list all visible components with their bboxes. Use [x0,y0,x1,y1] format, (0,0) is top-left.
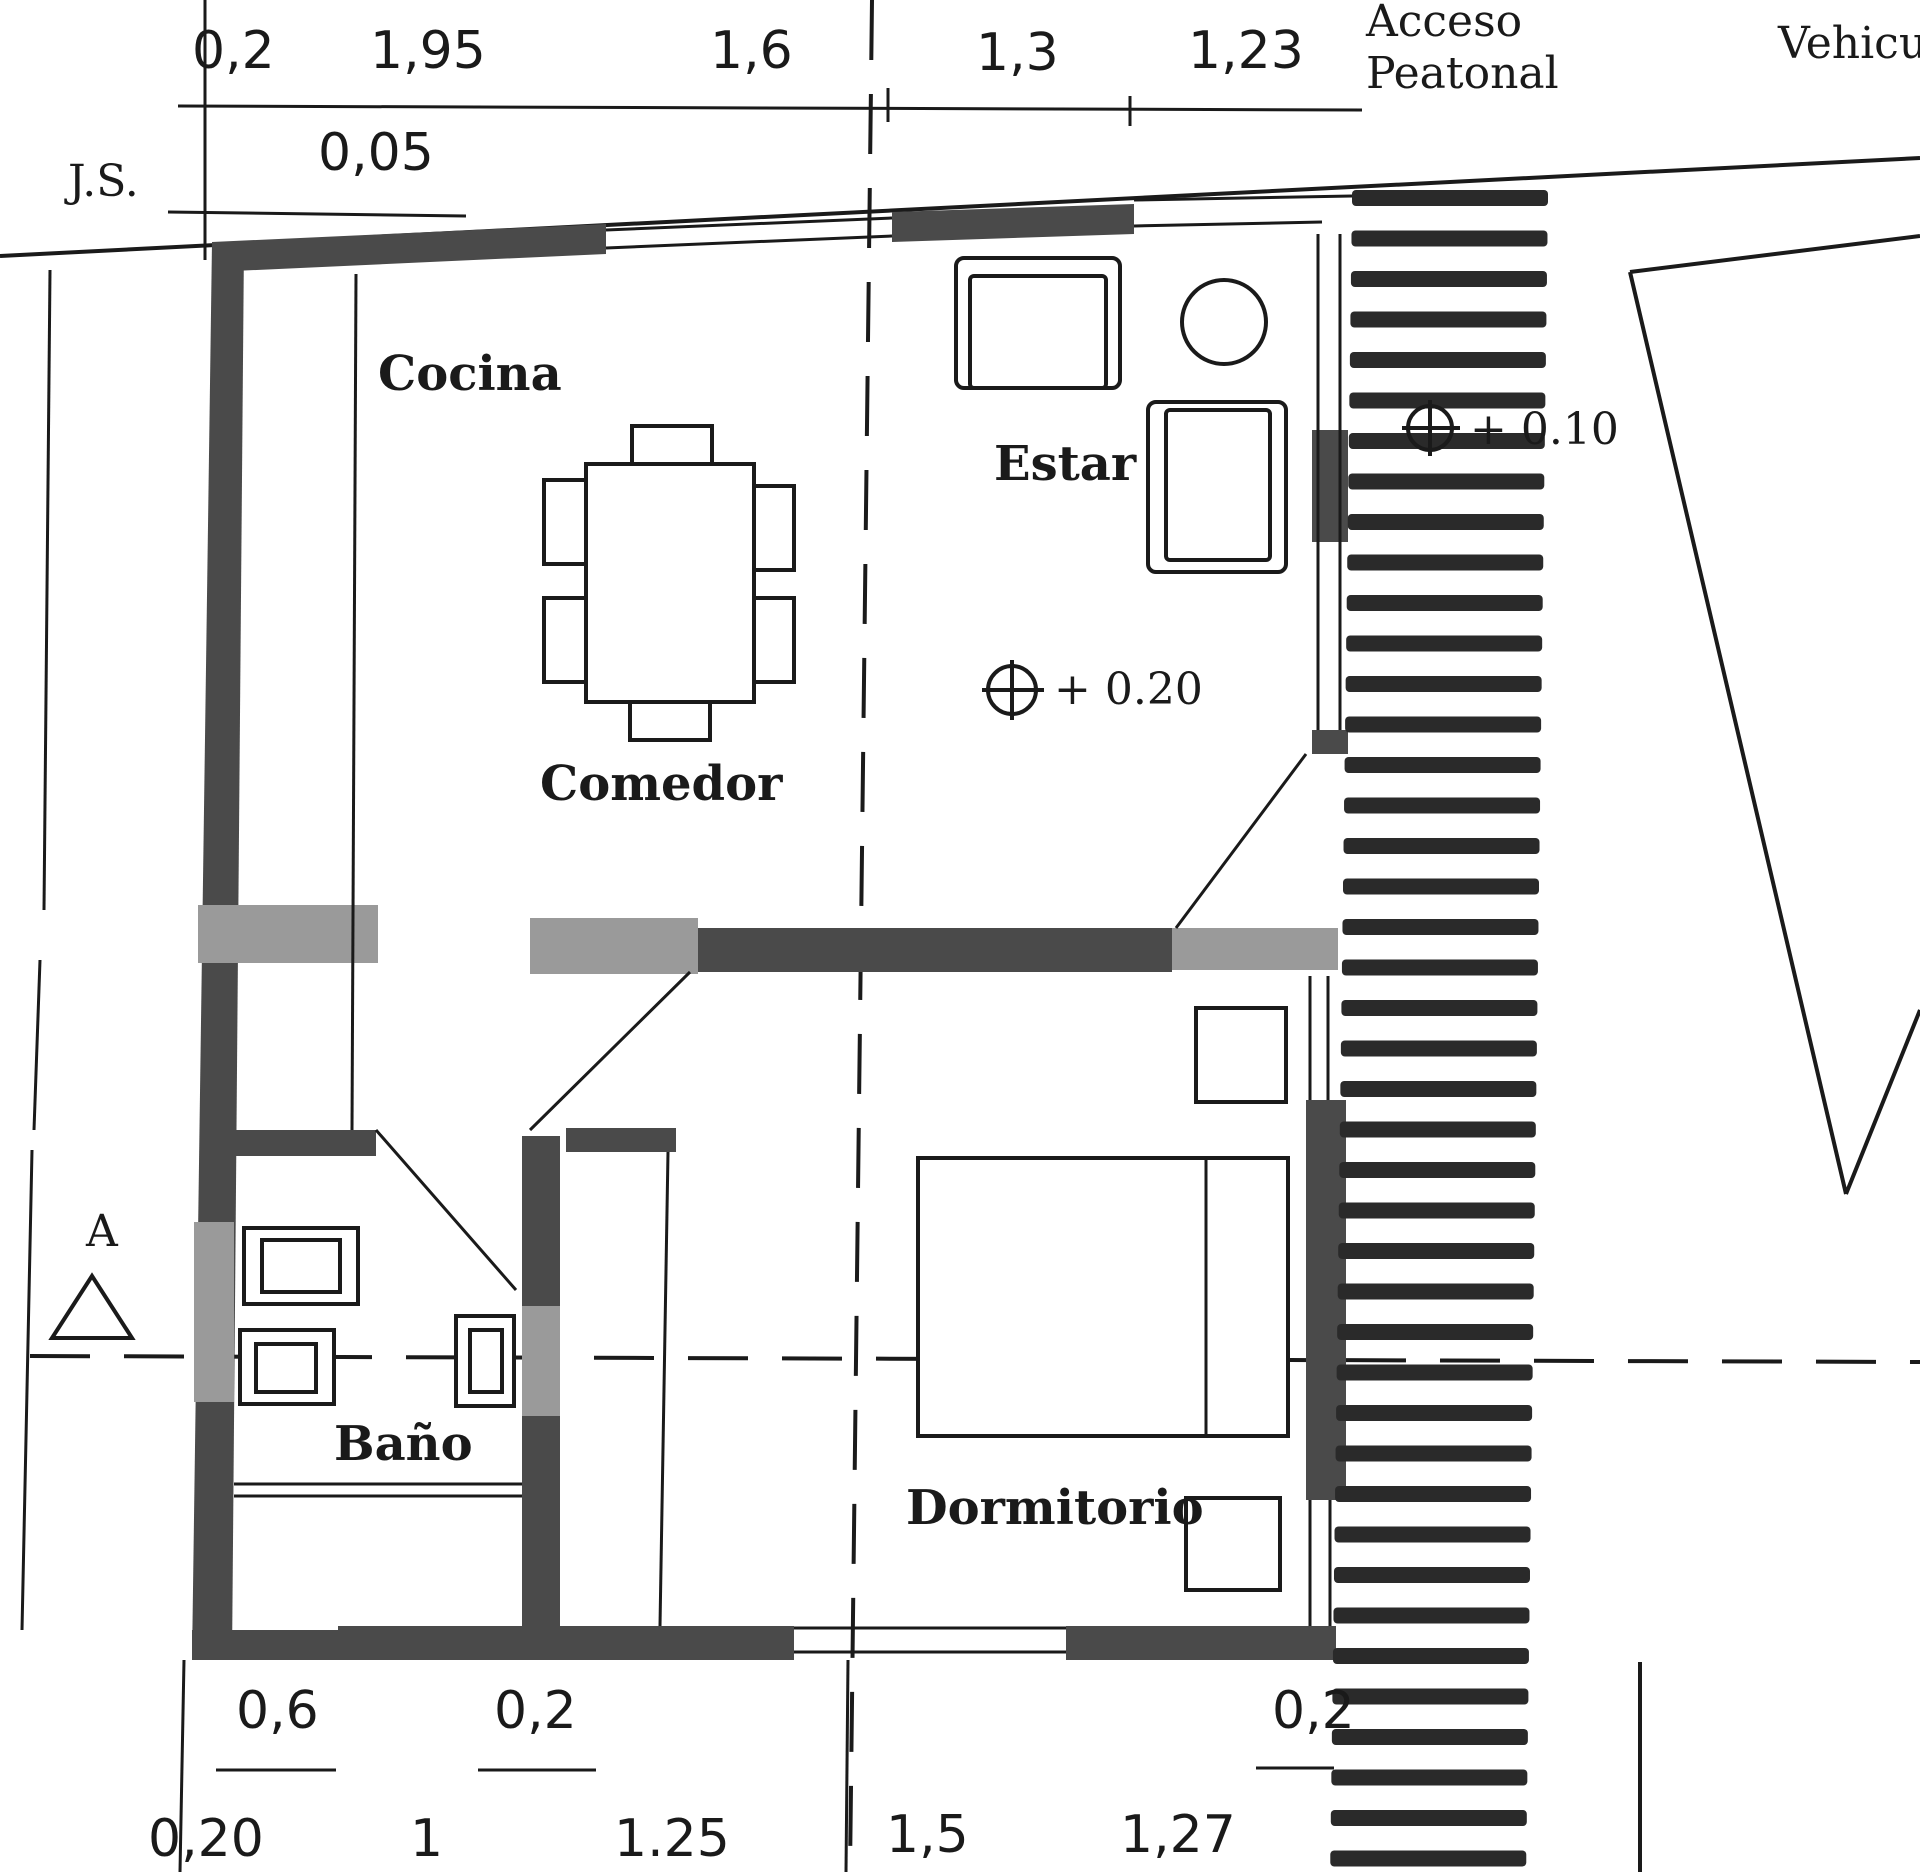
hatch-bar [1330,1810,1527,1826]
hatch-bar [1352,190,1548,206]
left-dimension-line [20,269,52,1631]
hatch-bar [1333,1567,1530,1583]
hatch-bar [1336,1405,1533,1421]
hatch-bar [1341,959,1538,976]
hatch-bar [1334,1526,1531,1543]
hatch-bar [1331,1769,1528,1786]
hatch-bar [1349,392,1546,409]
interior-level-marker: + 0.20 [982,660,1203,720]
setback-label: J.S. [64,156,139,207]
bottom-sub-dim-0-2-left: 0,2 [494,1681,577,1741]
hatch-bar [1345,716,1542,733]
dining-table-set [542,424,796,742]
exterior-level-marker: + 0.10 [1402,400,1619,456]
vehicular-access-label: Vehicu [1777,18,1920,69]
hatch-bar [1332,1648,1529,1664]
hatch-bar [1338,1202,1535,1219]
exterior-paving-hatch [1330,190,1548,1867]
top-dim-1-6: 1,6 [710,21,793,81]
vertical-axis [848,0,874,1872]
hatch-bar [1342,878,1539,895]
pedestrian-access-line1: Acceso [1365,0,1522,47]
hatch-bar [1339,1121,1536,1138]
exterior-level: + 0.10 [1470,404,1619,455]
hatch-bar [1349,352,1546,368]
top-dim-1-3: 1,3 [976,23,1059,83]
bottom-dim-1-25: 1.25 [614,1809,730,1869]
hatch-bar [1346,595,1543,611]
pedestrian-access-line2: Peatonal [1366,48,1559,99]
hatch-bar [1330,1850,1527,1867]
interior-level: + 0.20 [1054,664,1203,715]
walls [192,194,1353,1660]
room-label-bano: Baño [334,1416,473,1472]
room-label-cocina: Cocina [378,346,562,402]
hatch-bar [1344,797,1541,814]
section-marker-label: A [85,1206,119,1257]
hatch-bar [1340,1081,1537,1097]
hatch-bar [1343,838,1540,854]
hatch-bar [1335,1486,1532,1502]
hatch-bar [1350,271,1547,287]
hatch-bar [1338,1243,1535,1259]
living-furniture [954,256,1288,574]
bottom-sub-dim-0-6: 0,6 [236,1681,319,1741]
bedroom-furniture [916,1006,1290,1592]
bottom-dimension-line: 0,6 0,2 0,2 0,20 1 1.25 1,5 1,27 [148,1659,1355,1872]
bottom-dim-1: 1 [410,1809,443,1869]
hatch-bar [1346,635,1543,652]
bath-fixtures [238,1226,516,1408]
bottom-dim-1-5: 1,5 [886,1805,969,1865]
hatch-bar [1351,230,1548,247]
hatch-bar [1340,1040,1537,1057]
hatch-bar [1333,1607,1530,1624]
room-label-dormitorio: Dormitorio [906,1480,1204,1536]
room-label-estar: Estar [994,436,1137,492]
hatch-bar [1331,1729,1528,1745]
hatch-bar [1348,473,1545,490]
room-label-comedor: Comedor [540,756,783,812]
hatch-bar [1332,1688,1529,1705]
top-dim-1-95: 1,95 [370,21,486,81]
hatch-bar [1344,757,1541,773]
bottom-dim-0-20: 0,20 [148,1809,264,1869]
hatch-bar [1345,676,1542,692]
hatch-bar [1337,1324,1534,1340]
hatch-bar [1347,554,1544,571]
top-dim-1-23: 1,23 [1188,21,1304,81]
top-dimension-line: 0,2 1,95 1,6 1,3 1,23 0,05 J.S. [64,0,1363,260]
top-dim-0-2: 0,2 [192,21,275,81]
vehicular-access-triangle [1629,234,1920,274]
hatch-bar [1335,1445,1532,1462]
hatch-bar [1339,1162,1536,1178]
bottom-dim-1-27: 1,27 [1120,1805,1236,1865]
access-labels: Acceso Peatonal Vehicu [1365,0,1920,99]
hatch-bar [1342,919,1539,935]
hatch-bar [1347,514,1544,530]
hatch-bar [1336,1364,1533,1381]
bottom-sub-dim-0-2-right: 0,2 [1272,1681,1355,1741]
hatch-bar [1350,311,1547,328]
hatch-bar [1341,1000,1538,1016]
section-marker: A [48,1206,136,1340]
top-sub-dim-0-05: 0,05 [318,123,434,183]
hatch-bar [1337,1283,1534,1300]
